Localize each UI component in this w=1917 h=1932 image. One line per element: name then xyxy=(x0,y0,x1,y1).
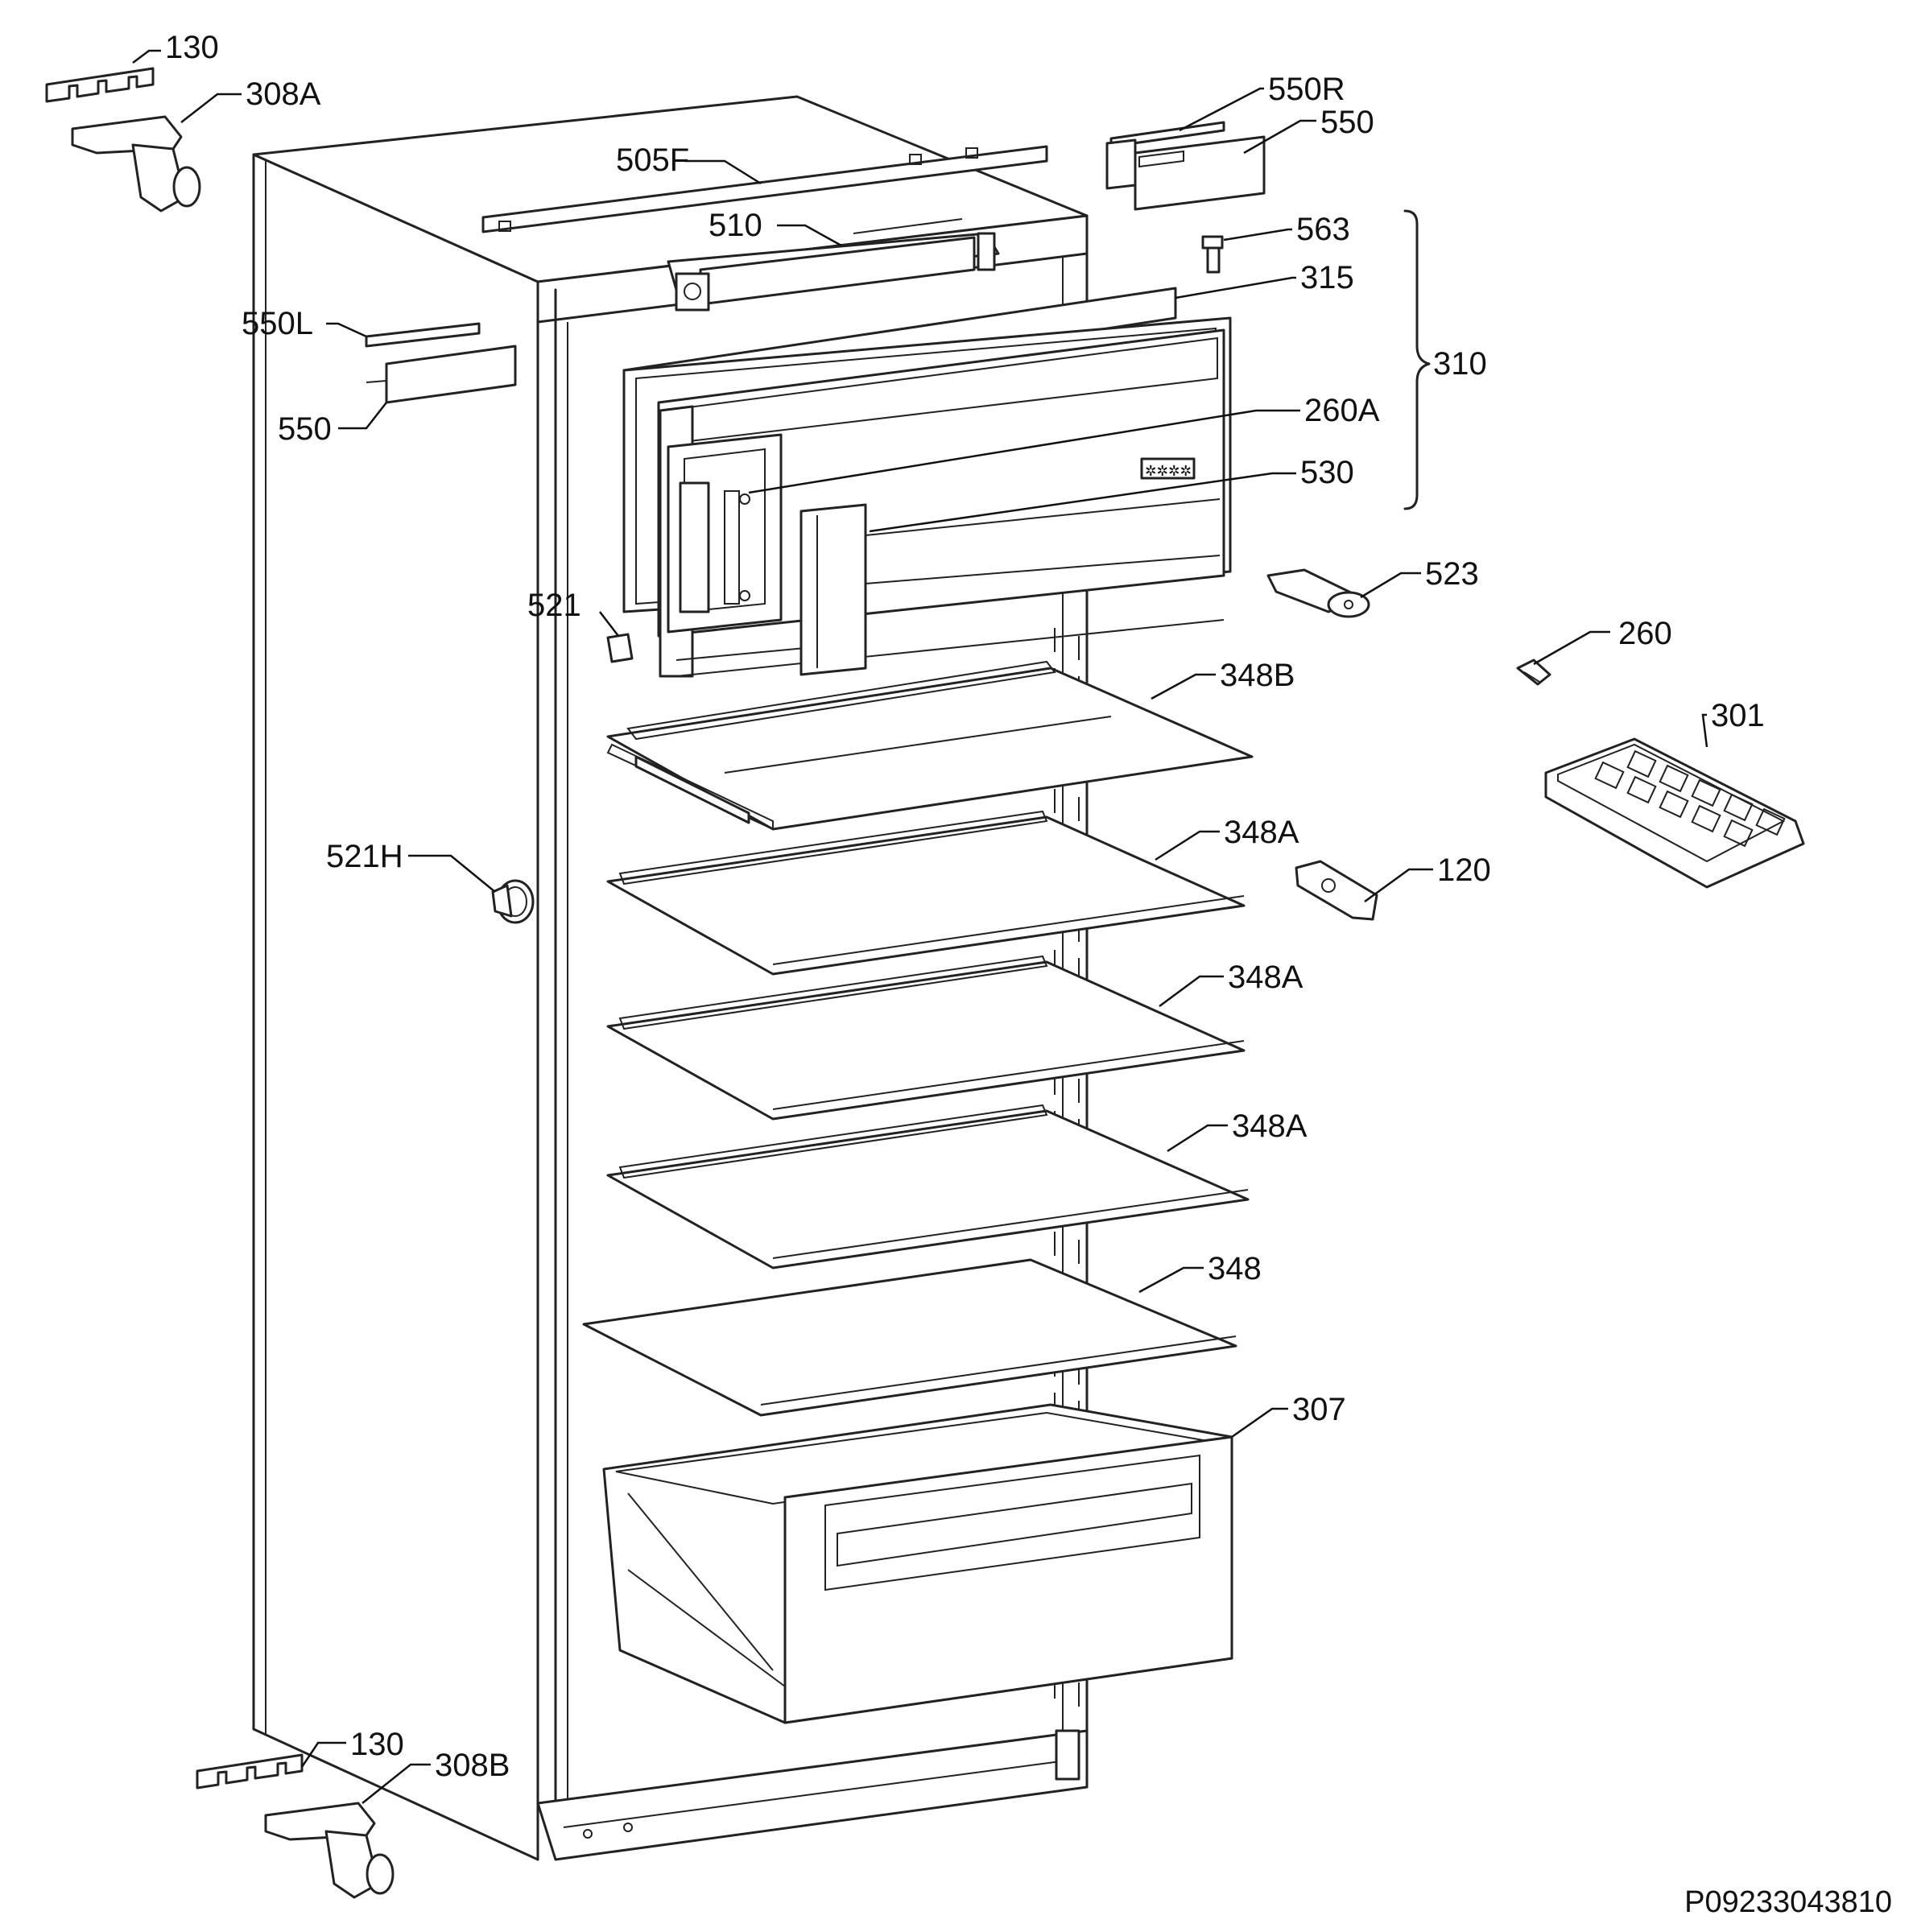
callout-521H: 521H xyxy=(326,839,403,874)
callout-523: 523 xyxy=(1425,556,1479,592)
callout-301: 301 xyxy=(1711,698,1765,733)
freezer-rating-mark: ✲✲✲✲ xyxy=(1145,463,1192,479)
callout-348A-2: 348A xyxy=(1228,960,1303,995)
part-550L-550-left-trim xyxy=(365,322,517,404)
callout-348A-3: 348A xyxy=(1232,1108,1308,1144)
part-308A-hinge-top xyxy=(71,115,201,213)
part-348A-shelf-2 xyxy=(606,955,1246,1121)
ice-tray-cells xyxy=(1594,749,1786,848)
callout-120: 120 xyxy=(1437,852,1491,888)
callout-550-left: 550 xyxy=(278,411,332,447)
callout-307: 307 xyxy=(1292,1392,1346,1427)
callout-260: 260 xyxy=(1618,616,1672,651)
callout-348A-1: 348A xyxy=(1224,815,1299,850)
callout-348: 348 xyxy=(1208,1251,1262,1286)
part-563-screw xyxy=(1201,235,1224,274)
callout-550R: 550R xyxy=(1268,72,1345,107)
leader-lines xyxy=(132,49,1708,1804)
part-130-shim-top xyxy=(45,67,155,103)
part-523-hinge-pin xyxy=(1266,568,1370,618)
part-310-freezer-compartment: ✲✲✲✲ xyxy=(622,287,1232,678)
callout-521: 521 xyxy=(527,588,581,623)
part-521-stopper xyxy=(606,633,634,663)
callout-530: 530 xyxy=(1300,455,1354,490)
callout-563: 563 xyxy=(1296,212,1350,247)
callout-308B: 308B xyxy=(435,1748,510,1783)
part-301-ice-tray xyxy=(1544,737,1805,889)
callout-510: 510 xyxy=(709,208,762,243)
callout-348B: 348B xyxy=(1220,658,1295,693)
part-308B-hinge-bottom xyxy=(264,1802,395,1899)
part-348B-shelf xyxy=(606,660,1254,831)
drawing-number: P09233043810 xyxy=(1684,1885,1892,1919)
callout-550L: 550L xyxy=(242,306,313,341)
part-307-crisper-drawer xyxy=(602,1403,1233,1724)
part-348A-shelf-1 xyxy=(606,810,1246,976)
callout-130-top: 130 xyxy=(165,30,219,65)
callout-550-top-right: 550 xyxy=(1320,105,1374,140)
part-550R-550-right-trim xyxy=(1105,121,1266,211)
part-260-clip xyxy=(1516,658,1551,686)
callout-260A: 260A xyxy=(1304,393,1380,428)
part-510-light-housing xyxy=(667,218,1000,312)
part-130-shim-bottom xyxy=(196,1753,304,1790)
part-505F-top-rail xyxy=(481,145,1048,233)
part-521H-cap xyxy=(491,879,535,924)
part-348-glass-shelf xyxy=(582,1258,1237,1417)
callout-labels: 130 308A 505F 550R 550 510 563 315 310 5… xyxy=(165,30,1765,1783)
bracket-310 xyxy=(1403,209,1431,510)
callout-308A: 308A xyxy=(246,76,321,112)
callout-310: 310 xyxy=(1433,346,1487,382)
callout-315: 315 xyxy=(1300,260,1354,295)
callout-130-bottom: 130 xyxy=(350,1727,404,1762)
callout-505F: 505F xyxy=(616,142,689,178)
part-348A-shelf-3 xyxy=(606,1104,1250,1269)
part-120-latch xyxy=(1295,860,1378,921)
